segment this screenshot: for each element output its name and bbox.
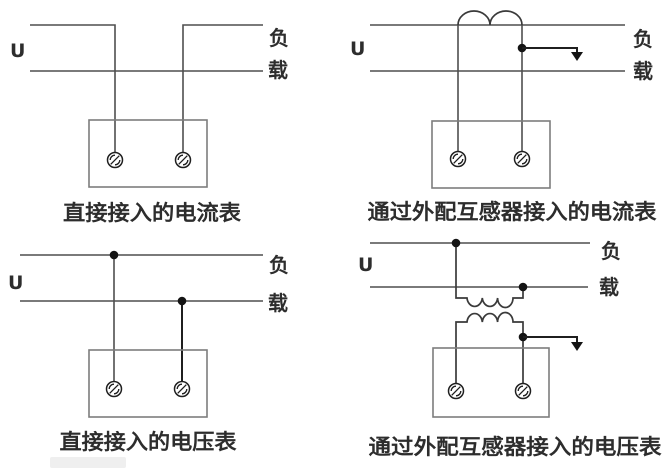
ground-branch <box>523 336 578 343</box>
supply-line-top-left-segment <box>30 24 116 153</box>
meter-terminal-right <box>514 382 532 400</box>
watermark-smudge <box>50 457 126 468</box>
diagram-caption: 通过外配互感器接入的电流表 <box>368 200 658 224</box>
diagram-caption: 直接接入的电流表 <box>63 201 242 225</box>
supply-voltage-label: U <box>358 254 373 276</box>
diagram-voltmeter-via-vt: U 负 载 通过外配互感器接入的电压表 <box>358 238 662 459</box>
junction-dot-bottom <box>518 282 528 292</box>
meter-terminal-left <box>106 151 124 169</box>
meter-body <box>432 347 550 418</box>
meter-body <box>88 349 208 418</box>
diagram-ammeter-via-ct: U 负 载 通过外配互感器接入的电流表 <box>350 10 658 224</box>
meter-body <box>431 120 551 189</box>
meter-terminal-left <box>449 150 467 168</box>
supply-voltage-label: U <box>350 38 365 60</box>
supply-voltage-label: U <box>10 40 25 62</box>
load-label-top: 负 <box>269 26 289 50</box>
diagram-caption: 直接接入的电压表 <box>60 430 238 454</box>
supply-voltage-label: U <box>8 272 23 294</box>
load-label-bottom: 载 <box>599 275 619 299</box>
supply-line-top-right-segment <box>182 24 263 153</box>
diagram-voltmeter-direct: U 负 载 直接接入的电压表 <box>8 250 289 454</box>
ground-arrow-icon <box>571 52 583 61</box>
meter-terminal-right <box>173 380 191 398</box>
load-label-bottom: 载 <box>633 59 653 83</box>
junction-dot-bottom <box>177 296 187 306</box>
junction-dot-top <box>109 250 119 260</box>
load-label-top: 负 <box>269 253 289 277</box>
meter-terminal-left <box>105 380 123 398</box>
load-label-bottom: 载 <box>268 58 288 82</box>
load-label-top: 负 <box>633 27 653 51</box>
diagram-caption: 通过外配互感器接入的电压表 <box>369 435 662 459</box>
ground-branch <box>522 47 578 53</box>
meter-terminal-right <box>513 150 531 168</box>
load-label-bottom: 载 <box>268 291 288 315</box>
diagram-ammeter-direct: U 负 载 直接接入的电流表 <box>10 24 289 225</box>
current-transformer-coil <box>457 10 523 26</box>
load-label-top: 负 <box>601 239 621 263</box>
meter-terminal-right <box>174 151 192 169</box>
meter-body <box>88 119 208 188</box>
ground-arrow-icon <box>571 342 583 351</box>
vt-primary-winding <box>455 243 524 309</box>
meter-terminal-left <box>447 382 465 400</box>
vt-secondary-winding <box>455 311 524 384</box>
junction-dot-top <box>451 238 461 248</box>
